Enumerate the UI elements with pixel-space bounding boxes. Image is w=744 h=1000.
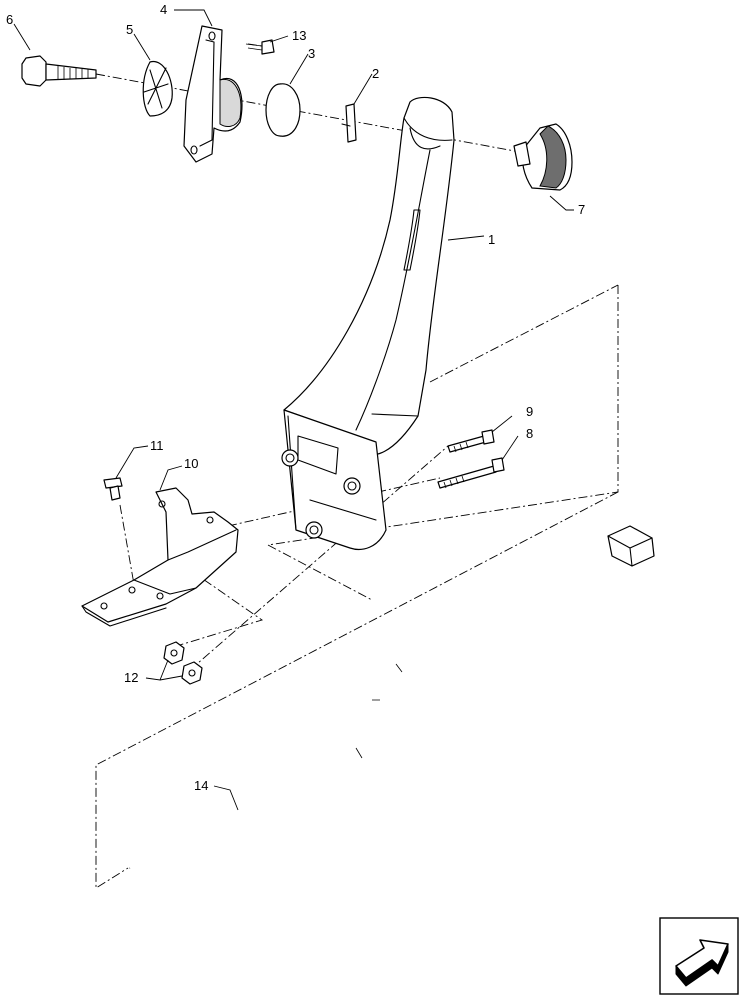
- callout-8: 8: [526, 426, 533, 441]
- callout-13: 13: [292, 28, 306, 43]
- bolt-upper: [447, 429, 495, 453]
- mounting-bracket: [81, 487, 239, 627]
- bolt-lower: [437, 457, 505, 489]
- sensor-cable: [129, 525, 655, 870]
- callout-3: 3: [308, 46, 315, 61]
- star-knob: [513, 123, 573, 191]
- bracket-screw: [103, 477, 123, 501]
- callout-labels: 1 2 3 4 5 6 7 8 9 10 11 12 13 14: [6, 2, 585, 793]
- pedal-arm: [281, 96, 455, 551]
- leader-lines: [13, 9, 574, 811]
- callout-2: 2: [372, 66, 379, 81]
- callout-6: 6: [6, 12, 13, 27]
- callout-4: 4: [160, 2, 167, 17]
- bolt-long: [21, 55, 97, 87]
- nuts: [163, 641, 203, 685]
- next-page-arrow-icon[interactable]: [659, 917, 739, 995]
- callout-1: 1: [488, 232, 495, 247]
- knob-cap: [142, 61, 173, 117]
- cap-disc: [265, 83, 301, 137]
- set-screw: [245, 39, 275, 55]
- callout-14: 14: [194, 778, 208, 793]
- callout-11: 11: [150, 438, 164, 453]
- callout-12: 12: [124, 670, 138, 685]
- retaining-clip: [341, 103, 357, 143]
- callout-5: 5: [126, 22, 133, 37]
- bracket-housing: [183, 25, 243, 163]
- callout-10: 10: [184, 456, 198, 471]
- callout-9: 9: [526, 404, 533, 419]
- callout-7: 7: [578, 202, 585, 217]
